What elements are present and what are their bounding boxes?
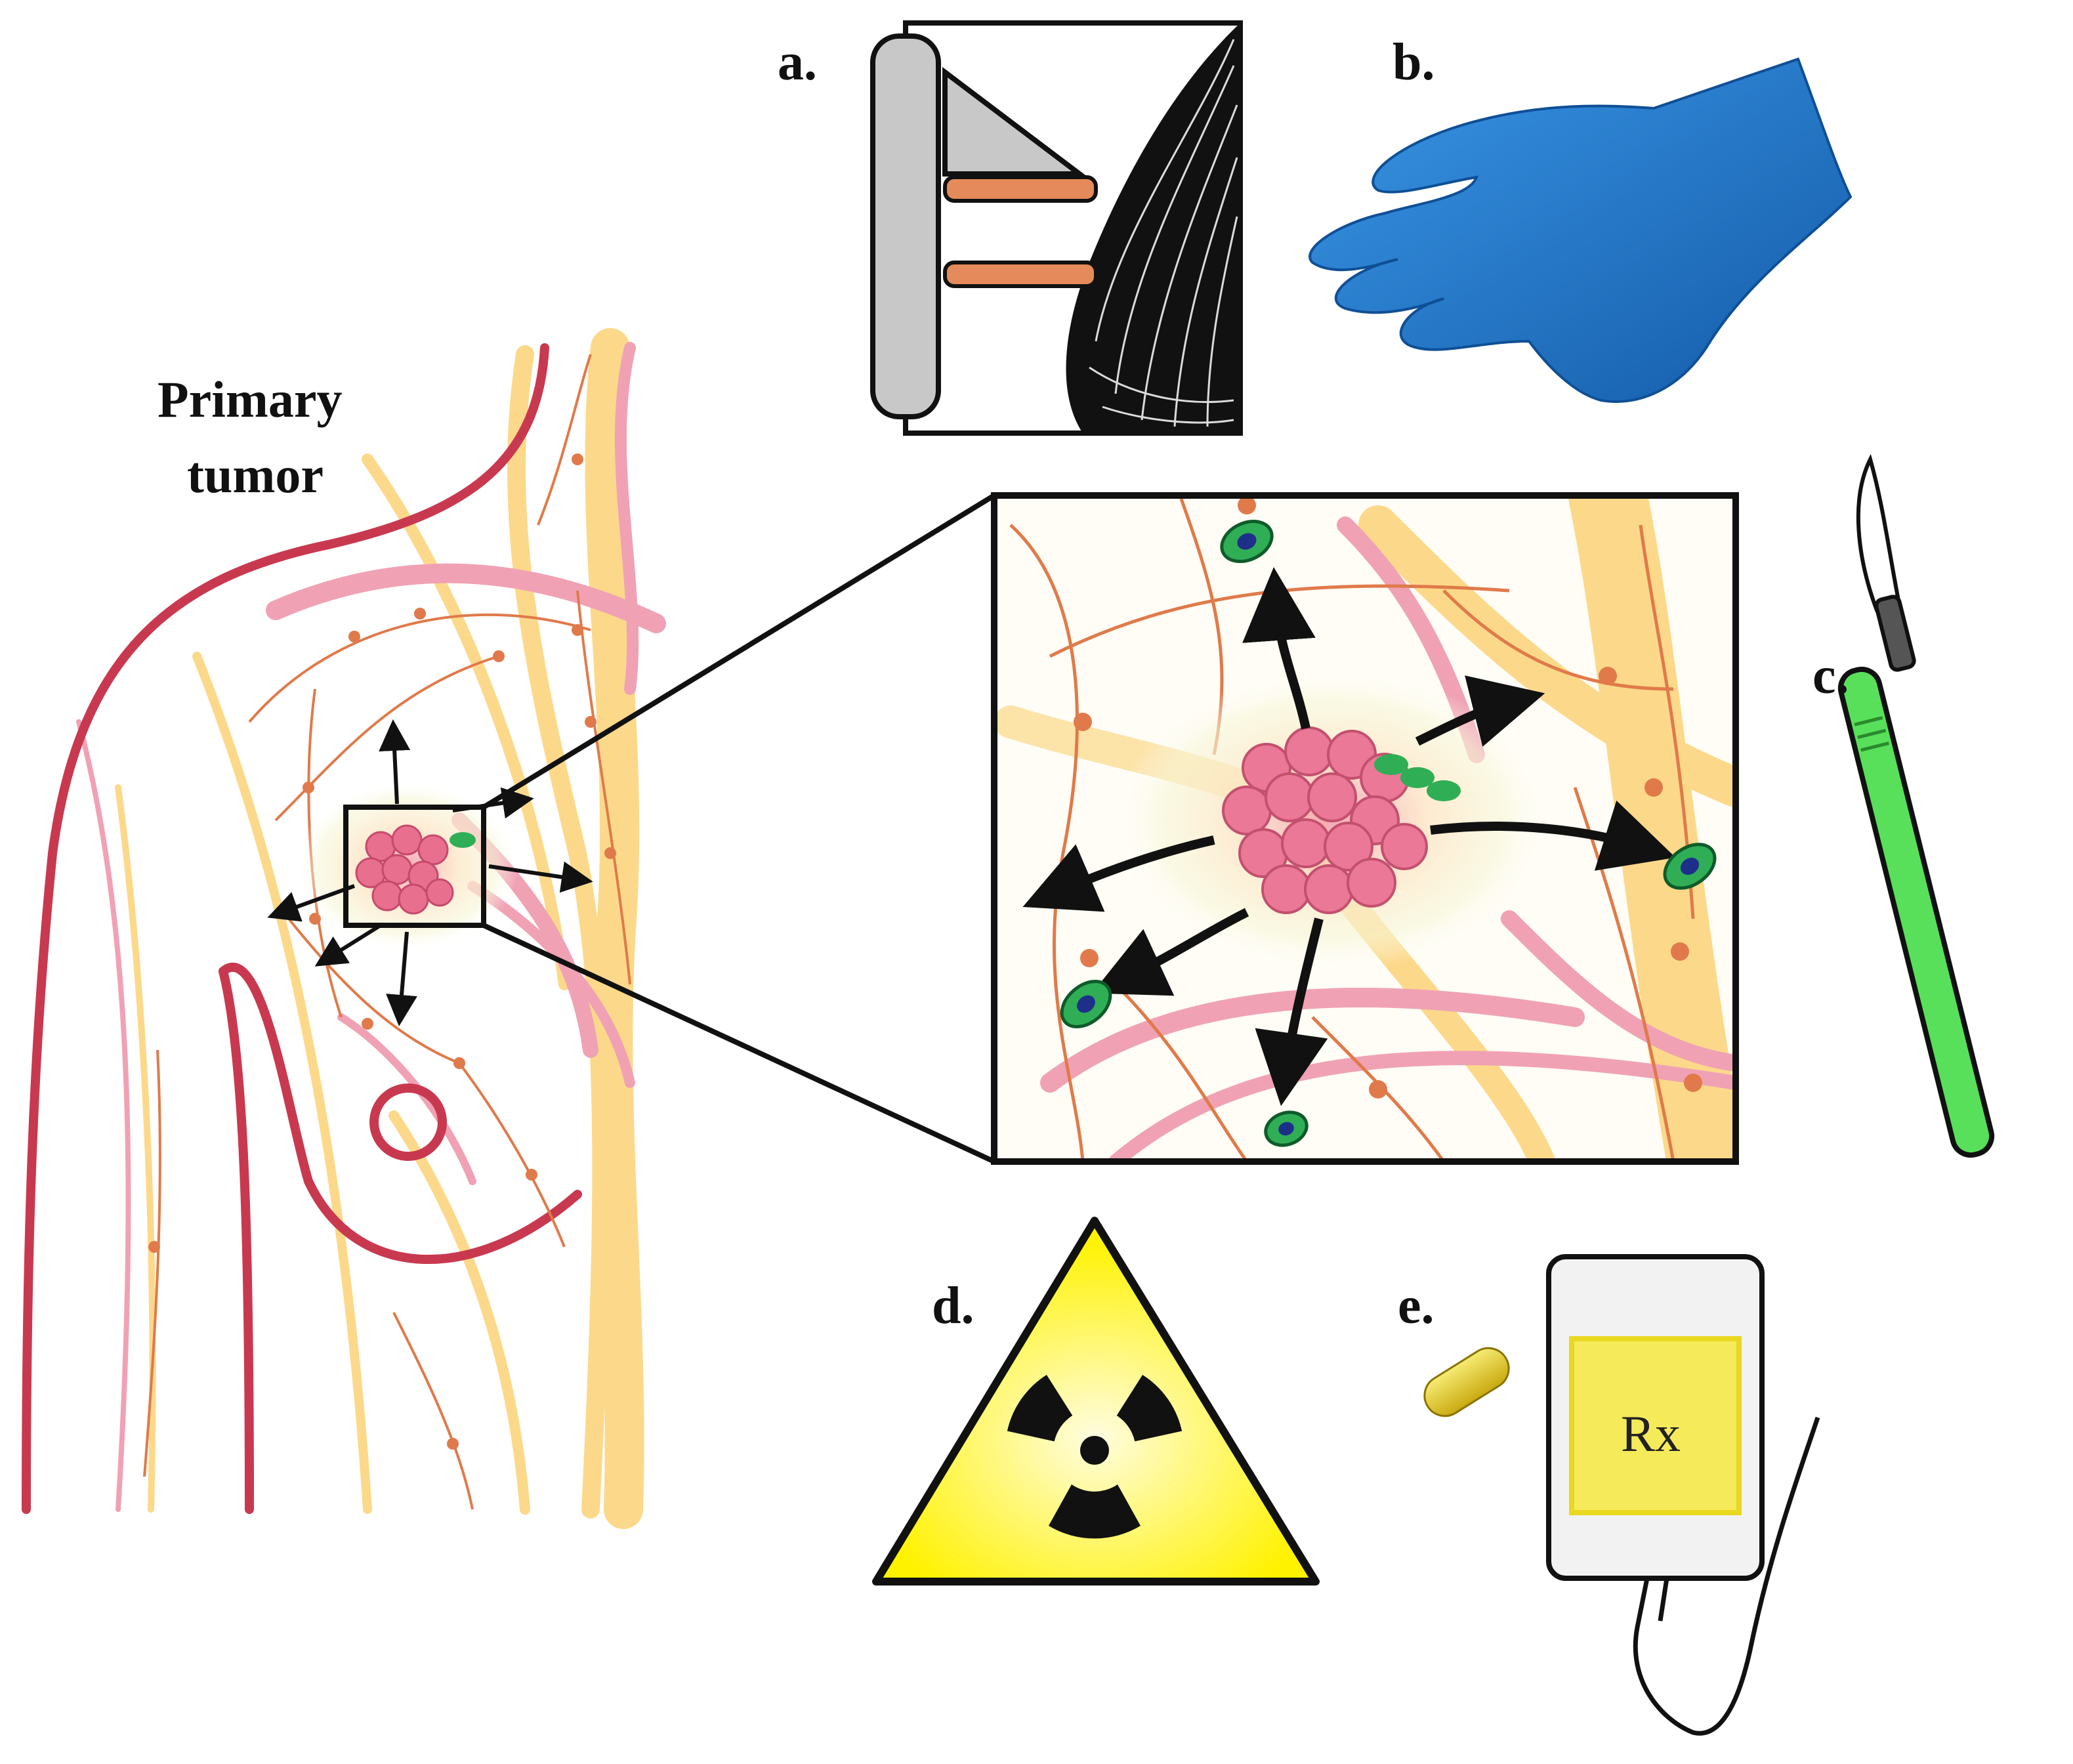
panel-label-b: b. (1392, 33, 1435, 91)
panel-label-a: a. (778, 33, 817, 91)
title-line-2: tumor (187, 446, 324, 503)
rx-label: Rx (1621, 1405, 1681, 1462)
glove-icon (1309, 57, 1853, 403)
pink-vessels (76, 342, 666, 1512)
iv-bag-icon (1423, 1254, 1820, 1736)
panel-label-e: e. (1398, 1277, 1434, 1335)
zoom-box (343, 805, 486, 928)
zoom-connectors (482, 493, 996, 1164)
title-line-1: Primary (157, 371, 343, 428)
radiation-icon (872, 1217, 1320, 1586)
scalpel-icon (1837, 453, 1995, 1158)
panel-label-d: d. (932, 1277, 974, 1335)
metastatic-cells (1060, 520, 1717, 1147)
migrating-cell (450, 832, 476, 848)
spread-arrows-small (267, 719, 593, 1026)
inset-spread-arrows (1022, 567, 1676, 1106)
zoom-inset (991, 492, 1739, 1165)
tumor-small (355, 824, 454, 915)
inset-tumor (1222, 726, 1428, 914)
breast-illustration (22, 328, 666, 1529)
panel-label-c: c. (1812, 647, 1849, 705)
mammography-icon (870, 20, 1243, 436)
lymphatic-network (143, 354, 631, 1510)
inset-migrating-cells (1374, 754, 1461, 801)
rx-label-box (1569, 1336, 1742, 1515)
body-outline (22, 343, 582, 1514)
